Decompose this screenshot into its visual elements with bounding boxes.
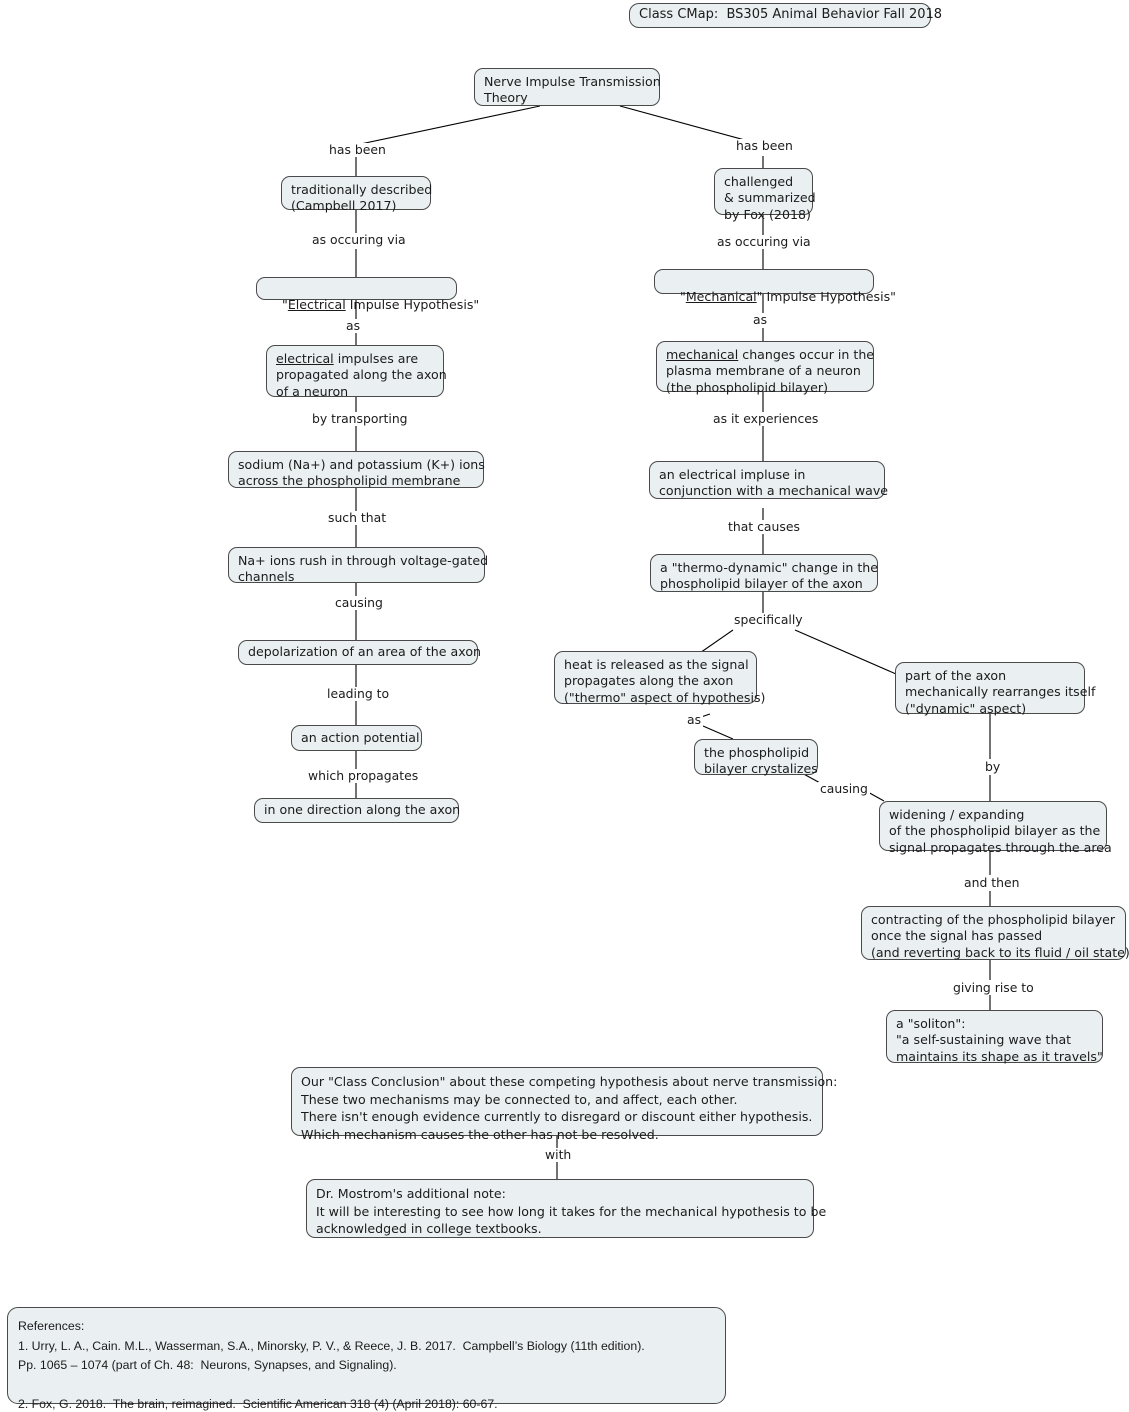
node-na-rush-in: Na+ ions rush in through voltage-gated c…	[228, 547, 488, 584]
link-label-by-transporting: by transporting	[310, 411, 410, 426]
cmap-title-node: Class CMap: BS305 Animal Behavior Fall 2…	[629, 3, 942, 28]
node-contracting-bilayer: contracting of the phospholipid bilayer …	[861, 906, 1129, 960]
link-label-as-it-experiences: as it experiences	[711, 411, 821, 426]
node-references: References: 1. Urry, L. A., Cain. M.L., …	[7, 1307, 726, 1411]
link-label-as-occuring-via-left: as occuring via	[310, 232, 408, 247]
link-label-as-occuring-via-right: as occuring via	[715, 234, 813, 249]
node-mostrom-note: Dr. Mostrom's additional note: It will b…	[306, 1179, 826, 1238]
link-label-leading-to: leading to	[325, 686, 392, 701]
node-depolarization: depolarization of an area of the axon	[238, 640, 481, 665]
link-label-causing-widening: causing	[818, 781, 870, 796]
electrical-emphasis: Electrical	[287, 297, 346, 313]
node-mechanical-impulse-hypothesis: "Mechanical" Impulse Hypothesis"	[654, 269, 896, 304]
link-label-as-crystalizes: as	[685, 712, 704, 727]
node-class-conclusion: Our "Class Conclusion" about these compe…	[291, 1067, 837, 1142]
link-label-causing-left: causing	[333, 595, 385, 610]
mechanical-emphasis-2: mechanical	[666, 347, 739, 362]
node-sodium-potassium-ions: sodium (Na+) and potassium (K+) ions acr…	[228, 451, 485, 488]
mechanical-emphasis: Mechanical	[685, 289, 757, 305]
link-label-which-propagates: which propagates	[306, 768, 421, 783]
link-label-has-been-right: has been	[734, 138, 795, 153]
link-label-with: with	[543, 1147, 574, 1162]
link-label-that-causes: that causes	[726, 519, 802, 534]
link-label-specifically: specifically	[732, 612, 805, 627]
node-action-potential: an action potential	[291, 725, 422, 751]
node-traditionally-described: traditionally described (Campbell 2017)	[281, 176, 432, 213]
node-mechanical-changes-membrane: mechanical changes occur in the plasma m…	[656, 341, 875, 395]
link-label-such-that: such that	[326, 510, 389, 525]
node-root-theory: Nerve Impulse Transmission Theory	[474, 68, 661, 106]
node-heat-released: heat is released as the signal propagate…	[554, 651, 765, 705]
node-soliton: a "soliton": "a self-sustaining wave tha…	[886, 1010, 1103, 1064]
node-challenged-summarized: challenged & summarized by Fox (2018)	[714, 168, 816, 222]
electrical-impulses-text: impulses are propagated along the axon o…	[276, 351, 447, 399]
node-electrical-impulse-conjunction: an electrical impluse in conjunction wit…	[649, 461, 888, 499]
node-one-direction-axon: in one direction along the axon	[254, 798, 460, 823]
hypothesis-text: Impulse Hypothesis"	[345, 297, 480, 313]
node-axon-rearranges: part of the axon mechanically rearranges…	[895, 662, 1095, 716]
link-label-giving-rise-to: giving rise to	[951, 980, 1036, 995]
node-widening-expanding: widening / expanding of the phospholipid…	[879, 801, 1112, 855]
node-thermo-dynamic-change: a "thermo-dynamic" change in the phospho…	[650, 554, 878, 592]
link-label-as-left: as	[344, 318, 363, 333]
quote-open-2: "	[680, 289, 686, 305]
mechanical-changes-text: changes occur in the plasma membrane of …	[666, 347, 875, 395]
quote-open: "	[282, 297, 288, 313]
link-label-by-widening: by	[983, 759, 1003, 774]
hypothesis-text-2: " Impulse Hypothesis"	[756, 289, 896, 305]
electrical-emphasis-2: electrical	[276, 351, 334, 366]
link-label-and-then: and then	[962, 875, 1022, 890]
node-bilayer-crystalizes: the phospholipid bilayer crystalizes	[694, 739, 818, 776]
link-label-has-been-left: has been	[327, 142, 388, 157]
link-label-as-right: as	[751, 312, 770, 327]
node-electrical-impulses-propagated: electrical impulses are propagated along…	[266, 345, 447, 399]
node-electrical-impulse-hypothesis: "Electrical Impulse Hypothesis"	[256, 277, 479, 312]
